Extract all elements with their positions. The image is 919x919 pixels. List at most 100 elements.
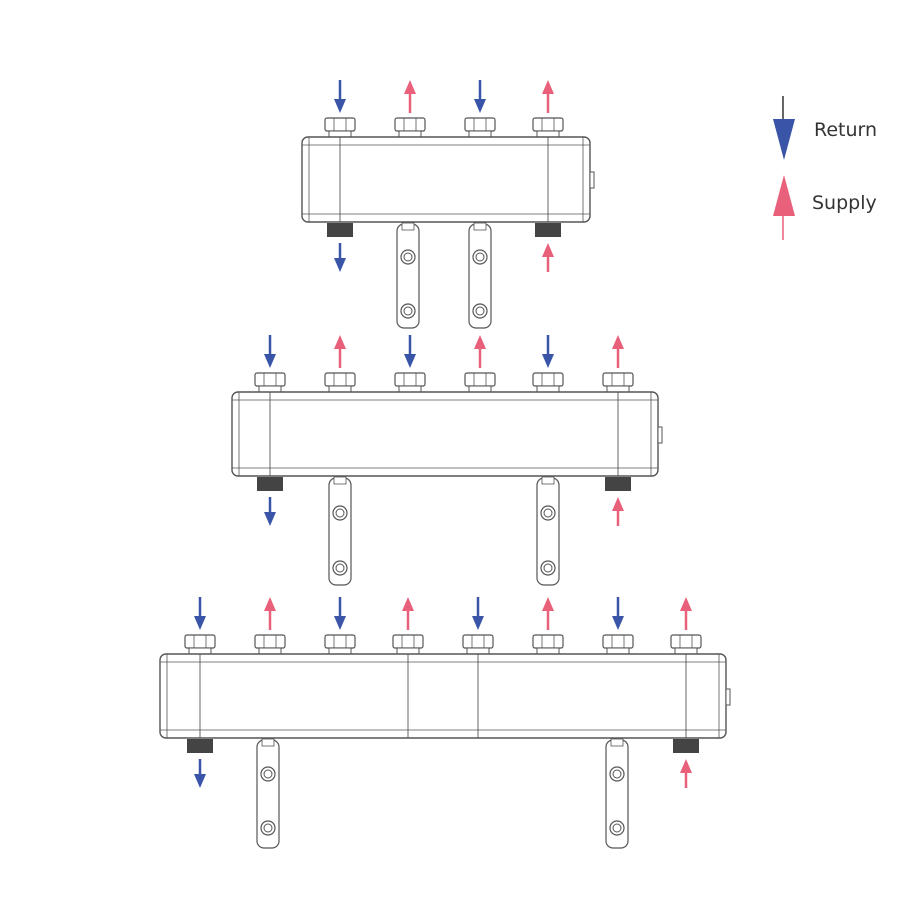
nut-neck — [328, 647, 352, 655]
return-arrow-icon — [194, 597, 206, 630]
nut-neck — [536, 647, 560, 655]
nut-neck — [468, 385, 492, 393]
nut-body — [394, 372, 426, 387]
nut-body — [602, 634, 634, 649]
supply-arrow-icon — [474, 335, 486, 368]
arrow-head — [194, 616, 206, 630]
return-arrow-icon — [612, 597, 624, 630]
mounting-bracket — [536, 476, 560, 586]
return-arrow-icon — [472, 597, 484, 630]
nut-neck — [674, 647, 698, 655]
manifold-2-circuit — [301, 80, 595, 329]
return-arrow-icon — [542, 335, 554, 368]
arrow-head — [474, 335, 486, 349]
mounting-bracket — [256, 738, 280, 849]
arrow-head — [264, 597, 276, 611]
arrow-head — [773, 119, 795, 160]
bracket-clip — [610, 738, 624, 747]
return-arrow-icon — [264, 497, 276, 526]
supply-arrow-icon — [542, 597, 554, 630]
arrow-head — [334, 99, 346, 113]
return-arrow-icon — [334, 243, 346, 272]
return-arrow-icon — [334, 80, 346, 113]
arrow-head — [542, 597, 554, 611]
manifold-body — [159, 653, 727, 739]
legend-supply-icon — [773, 175, 795, 240]
legend-supply-label: Supply — [812, 192, 877, 214]
side-plug — [589, 171, 595, 189]
port-nut — [532, 372, 564, 393]
bracket-hole-inner — [335, 508, 345, 518]
nut-neck — [468, 130, 492, 138]
arrow-head — [334, 258, 346, 272]
bottom-cap — [327, 223, 353, 237]
manifold-body — [301, 136, 591, 223]
bracket-hole-inner — [403, 306, 413, 316]
supply-arrow-icon — [264, 597, 276, 630]
nut-body — [394, 117, 426, 132]
arrow-head — [612, 616, 624, 630]
nut-body — [254, 372, 286, 387]
nut-body — [462, 634, 494, 649]
bottom-cap — [535, 223, 561, 237]
port-nut — [602, 634, 634, 655]
nut-neck — [398, 385, 422, 393]
side-plug — [657, 426, 663, 444]
port-nut — [254, 372, 286, 393]
port-nut — [464, 117, 496, 138]
supply-arrow-icon — [680, 597, 692, 630]
mounting-bracket — [605, 738, 629, 849]
supply-arrow-icon — [612, 335, 624, 368]
port-nut — [462, 634, 494, 655]
legend-return-label: Return — [814, 119, 878, 141]
supply-arrow-icon — [542, 243, 554, 272]
nut-neck — [536, 385, 560, 393]
bracket-hole-inner — [612, 769, 622, 779]
bracket-clip — [473, 222, 487, 231]
port-nut — [670, 634, 702, 655]
nut-body — [392, 634, 424, 649]
nut-body — [464, 372, 496, 387]
arrow-head — [194, 774, 206, 788]
arrow-head — [472, 616, 484, 630]
port-nut — [394, 372, 426, 393]
mounting-bracket — [468, 222, 492, 329]
nut-body — [532, 117, 564, 132]
mounting-bracket — [396, 222, 420, 329]
nut-neck — [466, 647, 490, 655]
nut-neck — [398, 130, 422, 138]
arrow-head — [680, 597, 692, 611]
port-nut — [324, 117, 356, 138]
bracket-hole-inner — [543, 563, 553, 573]
return-arrow-icon — [404, 335, 416, 368]
nut-neck — [328, 130, 352, 138]
nut-body — [324, 117, 356, 132]
nut-neck — [536, 130, 560, 138]
arrow-head — [264, 354, 276, 368]
arrow-head — [404, 80, 416, 94]
bracket-hole-inner — [263, 769, 273, 779]
nut-neck — [328, 385, 352, 393]
supply-arrow-icon — [542, 80, 554, 113]
bottom-cap — [187, 739, 213, 753]
bracket-hole-inner — [612, 823, 622, 833]
arrow-head — [264, 512, 276, 526]
nut-neck — [606, 385, 630, 393]
port-nut — [464, 372, 496, 393]
port-nut — [532, 634, 564, 655]
arrow-head — [680, 759, 692, 773]
arrow-head — [402, 597, 414, 611]
return-arrow-icon — [194, 759, 206, 788]
return-arrow-icon — [264, 335, 276, 368]
nut-body — [464, 117, 496, 132]
port-nut — [324, 372, 356, 393]
bottom-cap — [605, 477, 631, 491]
bracket-clip — [333, 476, 347, 485]
bracket-hole-inner — [403, 252, 413, 262]
return-arrow-icon — [474, 80, 486, 113]
supply-arrow-icon — [402, 597, 414, 630]
nut-body — [532, 634, 564, 649]
nut-neck — [258, 647, 282, 655]
nut-body — [670, 634, 702, 649]
